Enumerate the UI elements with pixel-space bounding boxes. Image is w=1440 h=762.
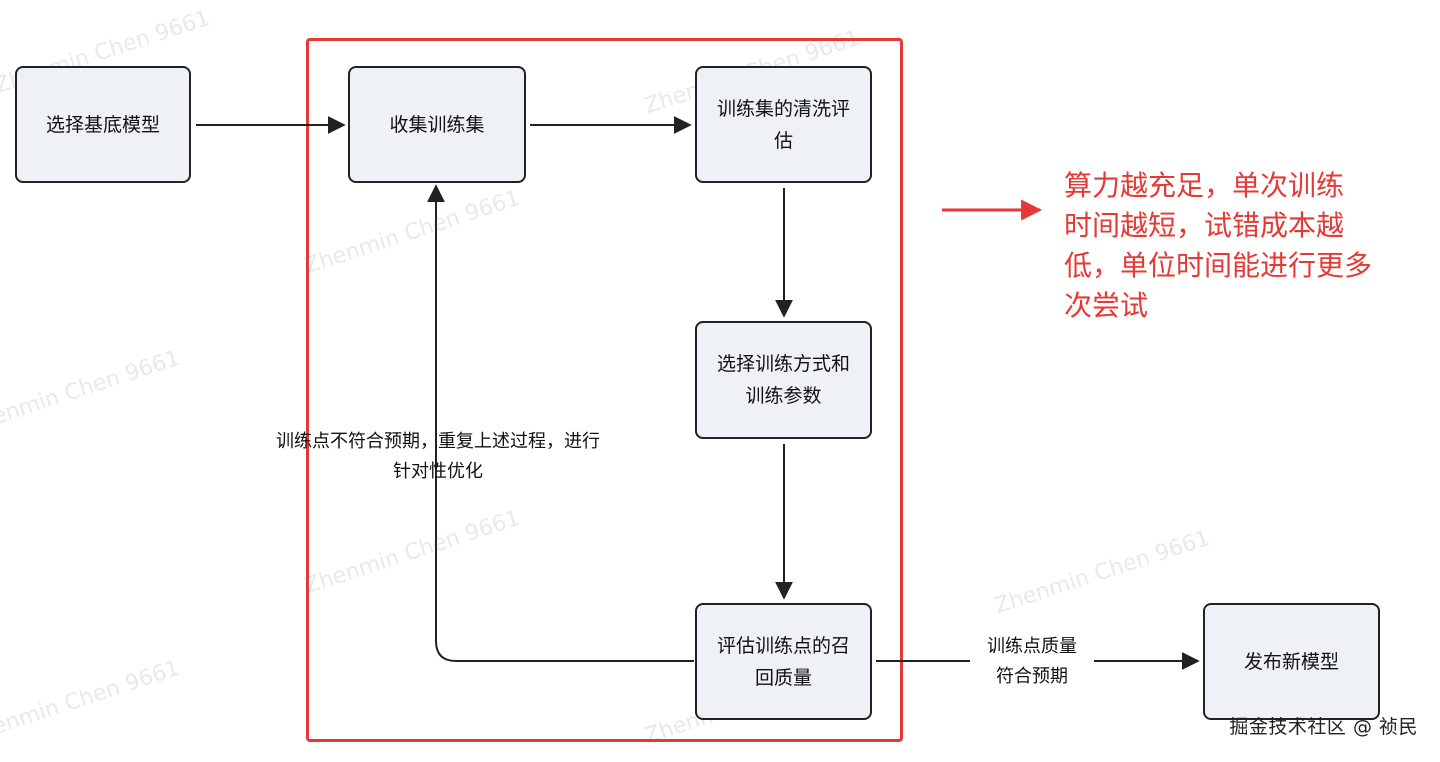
node-select-method: 选择训练方式和 训练参数 bbox=[695, 321, 872, 439]
arrow-loop-back bbox=[427, 184, 694, 662]
loop-label-line2: 针对性优化 bbox=[393, 461, 483, 482]
node-clean-evaluate: 训练集的清洗评 估 bbox=[695, 66, 872, 183]
publish-label-line1: 训练点质量 bbox=[987, 636, 1077, 657]
node-label-line2: 回质量 bbox=[754, 666, 812, 689]
note-line3: 低，单位时间能进行更多 bbox=[1064, 249, 1373, 282]
iteration-frame bbox=[306, 38, 903, 742]
note-line4: 次尝试 bbox=[1064, 289, 1149, 322]
node-publish-model: 发布新模型 bbox=[1203, 603, 1380, 720]
node-label-line2: 估 bbox=[773, 129, 793, 152]
node-label-line1: 选择训练方式和 bbox=[716, 353, 850, 375]
compute-note: 算力越充足，单次训练 时间越短，试错成本越 低，单位时间能进行更多 次尝试 bbox=[1064, 166, 1424, 326]
loop-label-line1: 训练点不符合预期，重复上述过程，进行 bbox=[276, 431, 600, 452]
node-label: 发布新模型 bbox=[1243, 650, 1339, 673]
node-select-base-model: 选择基底模型 bbox=[15, 66, 191, 183]
node-label: 选择基底模型 bbox=[45, 113, 160, 136]
footer-attribution: 掘金技术社区 @ 祯民 bbox=[1229, 716, 1418, 738]
node-label: 收集训练集 bbox=[389, 113, 485, 136]
publish-label-line2: 符合预期 bbox=[996, 666, 1068, 687]
node-label-line2: 训练参数 bbox=[745, 385, 822, 407]
node-collect-training-set: 收集训练集 bbox=[348, 66, 526, 183]
note-line2: 时间越短，试错成本越 bbox=[1064, 209, 1345, 242]
node-label-line1: 训练集的清洗评 bbox=[716, 97, 850, 120]
node-evaluate-recall: 评估训练点的召 回质量 bbox=[695, 603, 872, 720]
note-line1: 算力越充足，单次训练 bbox=[1064, 169, 1345, 202]
loop-edge-label: 训练点不符合预期，重复上述过程，进行 针对性优化 bbox=[248, 427, 628, 487]
node-label-line1: 评估训练点的召 bbox=[716, 634, 850, 657]
publish-edge-label: 训练点质量 符合预期 bbox=[970, 632, 1094, 692]
